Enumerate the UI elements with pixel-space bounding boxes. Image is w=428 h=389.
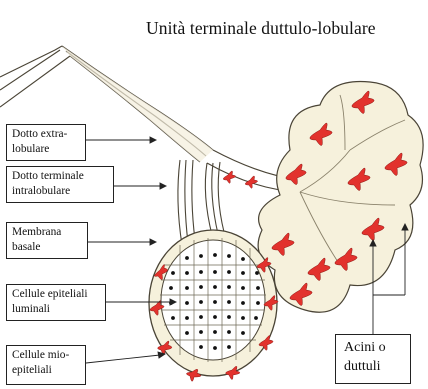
label-text: Cellule epiteliali: [12, 287, 101, 302]
label-text: lobulare: [12, 142, 81, 157]
acini-cluster: [258, 81, 423, 312]
label-text: Acini o: [344, 338, 410, 357]
label-text: duttuli: [344, 357, 410, 376]
label-cellule-mioepiteliali: Cellule mio- epiteliali: [6, 345, 86, 385]
label-text: luminali: [12, 302, 101, 317]
label-text: epiteliali: [12, 363, 81, 378]
label-text: intralobulare: [12, 184, 109, 199]
label-text: Membrana: [12, 225, 83, 240]
label-text: Dotto terminale: [12, 169, 109, 184]
label-text: basale: [12, 240, 83, 255]
label-membrana-basale: Membrana basale: [6, 222, 88, 259]
label-dotto-terminale: Dotto terminale intralobulare: [6, 166, 114, 203]
label-dotto-extralobulare: Dotto extra- lobulare: [6, 124, 86, 161]
diagram-title: Unità terminale duttulo-lobulare: [146, 18, 416, 39]
label-text: Cellule mio-: [12, 348, 81, 363]
label-text: Dotto extra-: [12, 127, 81, 142]
label-acini-duttuli: Acini o duttuli: [335, 334, 411, 384]
label-cellule-epiteliali: Cellule epiteliali luminali: [6, 284, 106, 321]
dissected-acinus: [149, 230, 277, 376]
